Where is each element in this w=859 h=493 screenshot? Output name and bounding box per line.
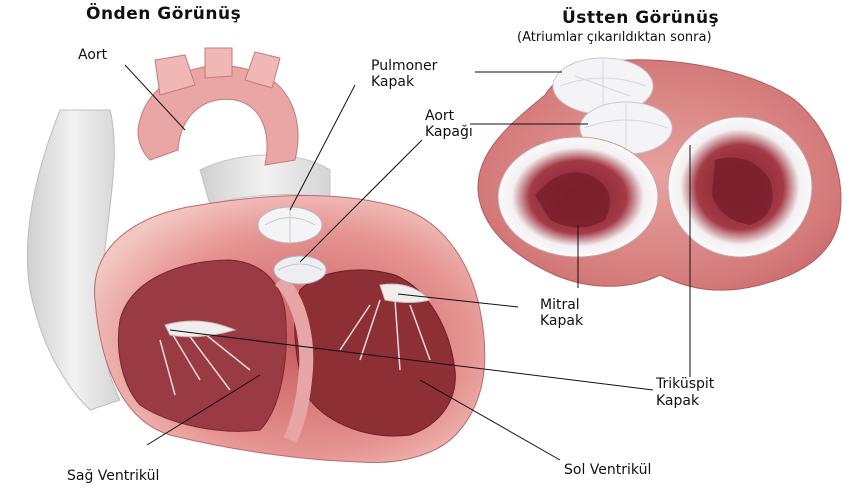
label-pulmoner-line1: Pulmoner [371, 58, 437, 74]
label-pulmoner-line2: Kapak [371, 74, 414, 90]
label-mitral-line2: Kapak [540, 313, 583, 329]
top-view-title: Üstten Görünüş [562, 8, 719, 28]
label-sol-ventrikul: Sol Ventrikül [564, 462, 651, 478]
label-trikuspit-line2: Kapak [656, 393, 699, 409]
aortic-valve [274, 256, 326, 284]
front-view-title: Önden Görünüş [86, 4, 241, 24]
label-trikuspit-line1: Triküspit [656, 376, 714, 392]
label-sag-ventrikul: Sağ Ventrikül [67, 468, 159, 484]
top-view-subtitle: (Atriumlar çıkarıldıktan sonra) [517, 30, 712, 45]
label-aort: Aort [78, 47, 107, 63]
right-ventricle-cavity [118, 260, 286, 431]
front-view-heart [27, 48, 484, 463]
label-mitral-line1: Mitral [540, 297, 580, 313]
label-aort-kapagi-line2: Kapağı [425, 124, 473, 140]
label-aort-kapagi-line1: Aort [425, 108, 454, 124]
top-view-heart [478, 58, 841, 290]
